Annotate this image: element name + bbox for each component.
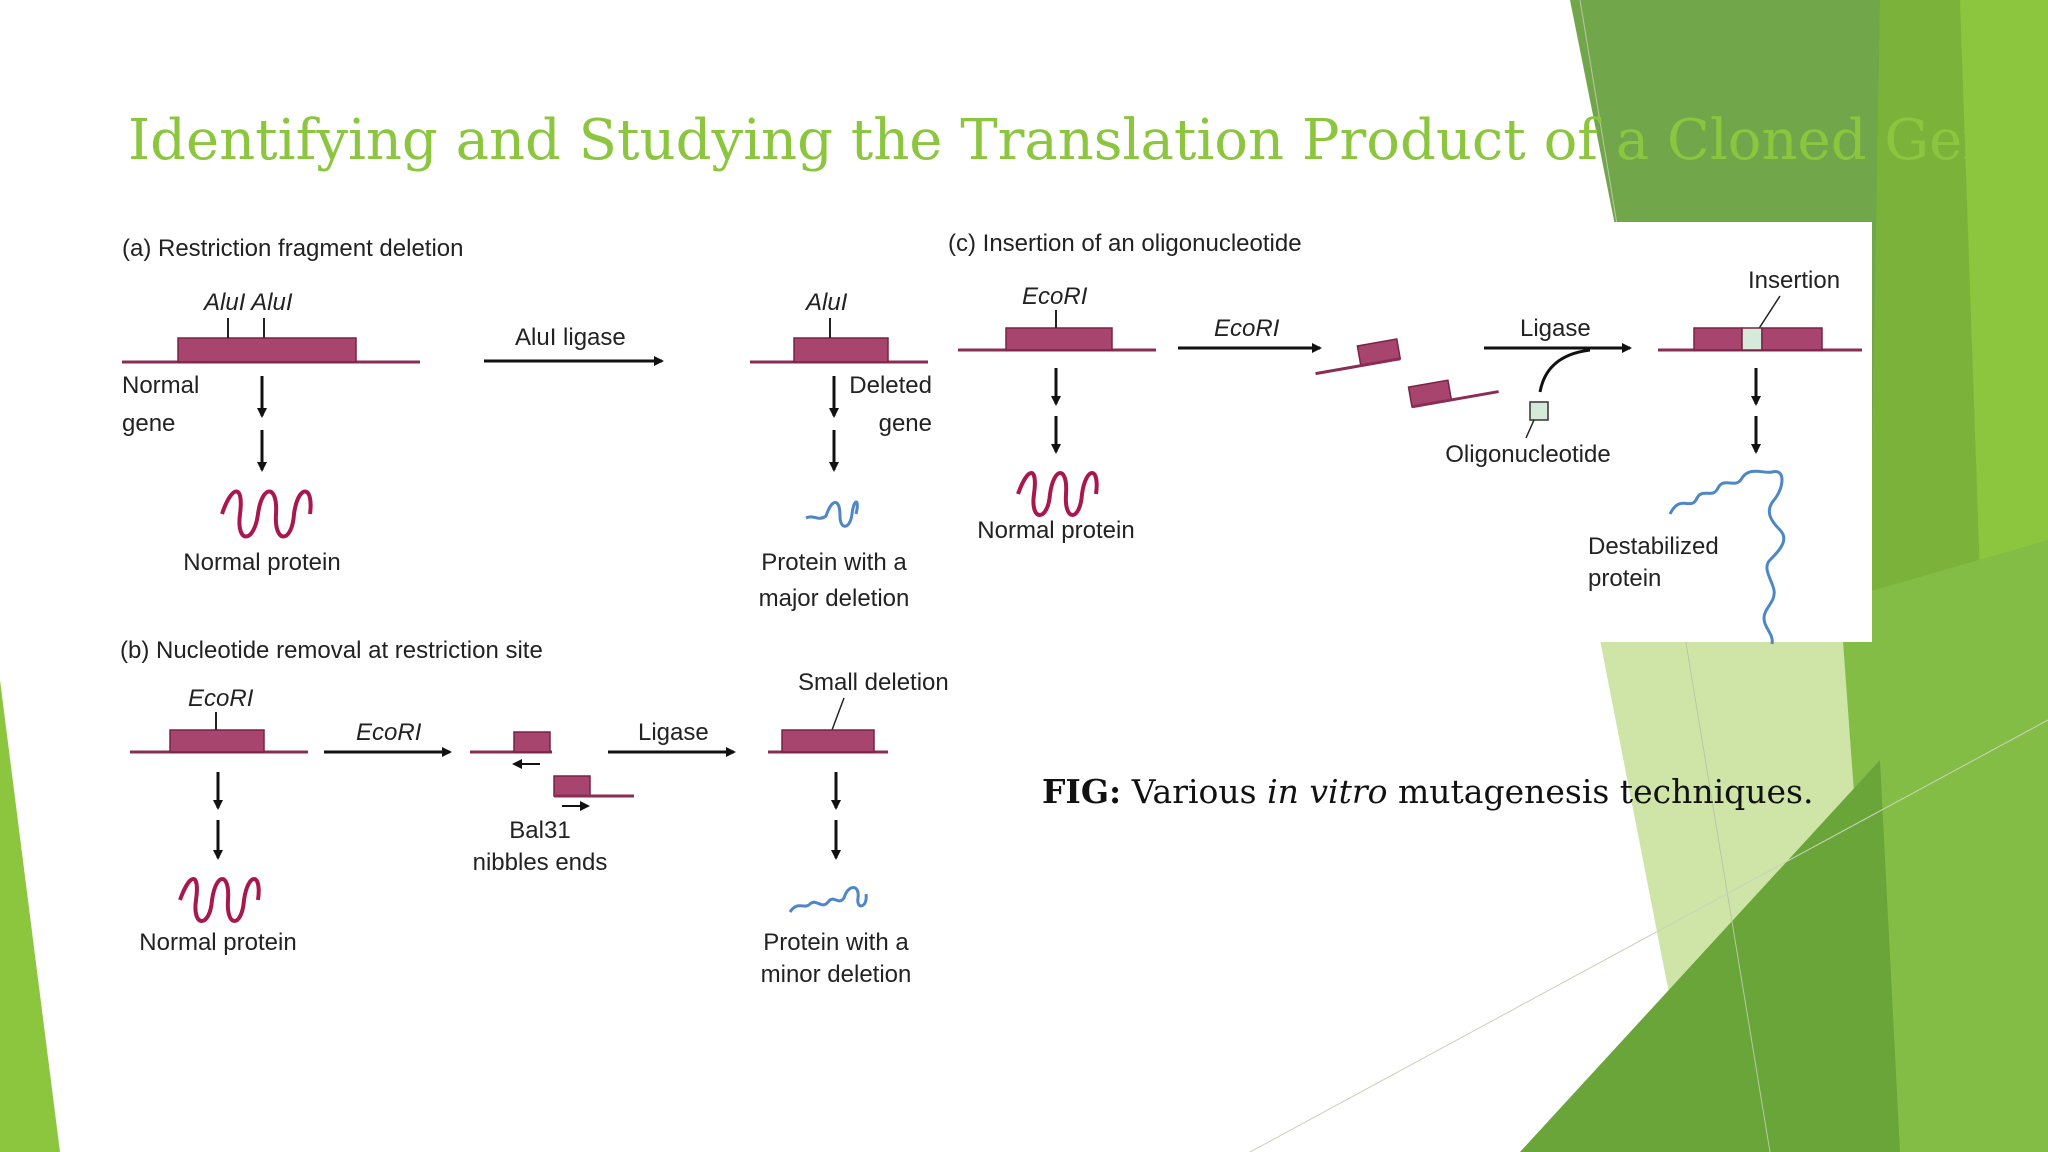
panel-a-sites-label: AluI AluI: [202, 289, 293, 316]
fragment-box: [513, 731, 551, 753]
insertion-box: [1741, 327, 1763, 351]
bg-thin-line-2: [1249, 719, 2048, 1152]
ligase-arrow-label: Ligase: [1520, 315, 1591, 342]
gene-box-small-deletion: [781, 729, 875, 753]
truncated-protein-icon: [805, 500, 859, 528]
pointer-line: [1757, 295, 1781, 331]
small-deletion-label: Small deletion: [798, 669, 949, 696]
caption-prefix: FIG:: [1042, 772, 1122, 811]
fragment-line: [1315, 357, 1401, 376]
oligo-join-curve: [1538, 348, 1591, 393]
caption-italic: in vitro: [1267, 772, 1388, 811]
major-deletion-label: Protein with a: [761, 549, 907, 576]
panel-b: (b) Nucleotide removal at restriction si…: [120, 637, 949, 988]
destabilized-protein-label: protein: [1588, 565, 1661, 592]
ecori-site-label: EcoRI: [1022, 283, 1088, 310]
ecori-site-label: EcoRI: [188, 685, 254, 712]
caption-text: Various: [1121, 772, 1268, 811]
normal-protein-icon: [1016, 471, 1099, 517]
gene-box: [169, 729, 265, 753]
normal-gene-label: Normal: [122, 372, 199, 399]
gene-box-right: [1761, 327, 1823, 351]
normal-protein-icon: [178, 877, 261, 923]
pointer-line: [1525, 419, 1535, 439]
gene-box: [1005, 327, 1113, 351]
normal-protein-label: Normal protein: [139, 929, 296, 956]
major-deletion-label: major deletion: [759, 585, 910, 612]
alui-right-label: AluI: [804, 289, 848, 316]
panel-c-heading: (c) Insertion of an oligonucleotide: [948, 230, 1302, 257]
gene-box: [177, 337, 357, 363]
gene-box-deleted: [793, 337, 889, 363]
oligonucleotide-box: [1529, 401, 1549, 421]
bg-shape-left: [0, 680, 60, 1152]
normal-protein-label: Normal protein: [977, 517, 1134, 544]
caption-text: mutagenesis techniques.: [1387, 772, 1814, 811]
minor-deletion-label: Protein with a: [763, 929, 909, 956]
figure-caption: FIG: Various in vitro mutagenesis techni…: [1042, 772, 1813, 811]
normal-gene-label: gene: [122, 410, 175, 437]
minor-deletion-label: minor deletion: [761, 961, 912, 988]
bg-shape-bottom: [1520, 760, 1900, 1152]
destabilized-protein-icon: [1668, 469, 1786, 645]
deleted-gene-label: gene: [879, 410, 932, 437]
bal31-label: Bal31: [509, 817, 570, 844]
destabilized-protein-label: Destabilized: [1588, 533, 1719, 560]
fragment-line: [1411, 390, 1499, 409]
oligonucleotide-label: Oligonucleotide: [1445, 441, 1610, 468]
ecori-arrow-label: EcoRI: [356, 719, 422, 746]
cut-fragment-lower: [1407, 379, 1499, 409]
slide-title: Identifying and Studying the Translation…: [128, 108, 2032, 173]
deleted-gene-label: Deleted: [849, 372, 932, 399]
pointer-line: [831, 697, 845, 731]
normal-protein-icon: [220, 489, 313, 539]
panel-c-background: [945, 222, 1872, 642]
alui-ligase-label: AluI ligase: [515, 324, 626, 351]
panel-a: (a) Restriction fragment deletion AluI A…: [122, 235, 932, 612]
normal-protein-label: Normal protein: [183, 549, 340, 576]
panel-c: (c) Insertion of an oligonucleotide EcoR…: [948, 230, 1862, 645]
ligase-arrow-label: Ligase: [638, 719, 709, 746]
insertion-label: Insertion: [1748, 267, 1840, 294]
gene-box-left: [1693, 327, 1743, 351]
cut-fragment-upper: [1315, 338, 1402, 376]
panel-a-heading: (a) Restriction fragment deletion: [122, 235, 463, 262]
bal31-label: nibbles ends: [473, 849, 608, 876]
minor-deletion-protein-icon: [788, 886, 868, 913]
fragment-box: [553, 775, 591, 797]
panel-b-heading: (b) Nucleotide removal at restriction si…: [120, 637, 543, 664]
ecori-arrow-label: EcoRI: [1214, 315, 1280, 342]
